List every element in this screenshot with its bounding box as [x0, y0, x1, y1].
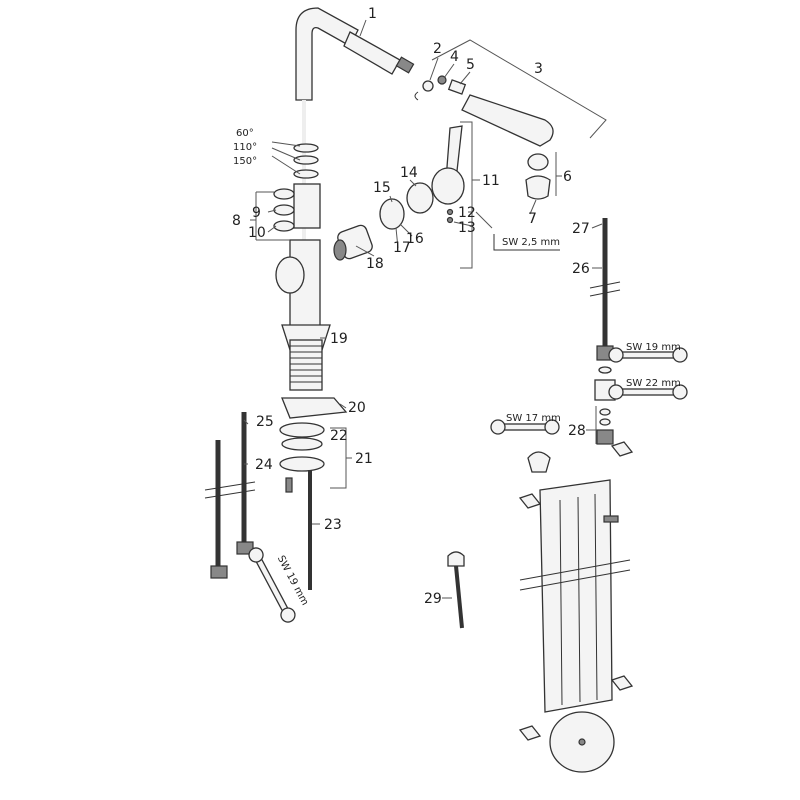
part-label-26: 26: [572, 261, 590, 277]
supply-hoses: [204, 412, 256, 579]
part-label-8: 8: [232, 213, 241, 229]
hex-key-icon: [493, 234, 560, 251]
horseshoe-plate: [281, 397, 348, 419]
clip: [525, 175, 551, 200]
seal-set: [273, 188, 295, 232]
wrench-icon-17: [490, 419, 560, 435]
spout-small-parts: [414, 75, 467, 101]
part-label-5: 5: [466, 57, 475, 73]
wrench-size-22: SW 22 mm: [626, 378, 681, 389]
part-label-15: 15: [373, 180, 391, 196]
part-label-11: 11: [482, 173, 500, 189]
wrench-icon-22: [608, 384, 688, 400]
part-label-1: 1: [368, 6, 377, 22]
part-label-14: 14: [400, 165, 418, 181]
part-label-3: 3: [534, 61, 543, 77]
spray-head: [461, 94, 554, 147]
part-label-24: 24: [255, 457, 273, 473]
angle-label-150: 150°: [233, 156, 257, 167]
right-hose: [589, 218, 621, 445]
part-label-25: 25: [256, 414, 274, 430]
part-label-28: 28: [568, 423, 586, 439]
part-label-2: 2: [433, 41, 442, 57]
part-label-4: 4: [450, 49, 459, 65]
part-label-9: 9: [252, 205, 261, 221]
part-label-7: 7: [528, 211, 537, 227]
lever-handle: [431, 125, 465, 224]
wall-plate: [518, 711, 615, 773]
part-label-22: 22: [330, 428, 348, 444]
part-label-20: 20: [348, 400, 366, 416]
spout-body: [295, 7, 415, 101]
part-label-27: 27: [572, 221, 590, 237]
fixing-set: [279, 422, 325, 493]
aerator: [527, 153, 549, 171]
hex-key-size-label: SW 2,5 mm: [502, 237, 560, 248]
angle-rings: [293, 143, 321, 229]
part-label-12: 12: [458, 205, 476, 221]
cover-sleeve: [406, 182, 434, 214]
part-label-19: 19: [330, 331, 348, 347]
part-label-17: 17: [393, 240, 411, 256]
part-label-10: 10: [248, 225, 266, 241]
wrench-icon-19-left: [248, 547, 296, 623]
part-label-18: 18: [366, 256, 384, 272]
part-label-29: 29: [424, 591, 442, 607]
mounting-rail: [518, 441, 634, 713]
mounting-tool: [447, 551, 465, 629]
wrench-icon-19-right: [608, 347, 688, 363]
angle-label-110: 110°: [233, 142, 257, 153]
wrench-size-17: SW 17 mm: [506, 413, 561, 424]
part-label-23: 23: [324, 517, 342, 533]
part-label-6: 6: [563, 169, 572, 185]
part-label-13: 13: [458, 220, 476, 236]
angle-label-60: 60°: [236, 128, 254, 139]
wrench-size-19-right: SW 19 mm: [626, 342, 681, 353]
threaded-ring: [379, 198, 405, 230]
cartridge: [333, 224, 373, 261]
mixer-body: [275, 239, 331, 351]
leader-lines: [243, 19, 607, 599]
part-label-21: 21: [355, 451, 373, 467]
part-label-16: 16: [406, 231, 424, 247]
threaded-shank: [289, 339, 323, 391]
